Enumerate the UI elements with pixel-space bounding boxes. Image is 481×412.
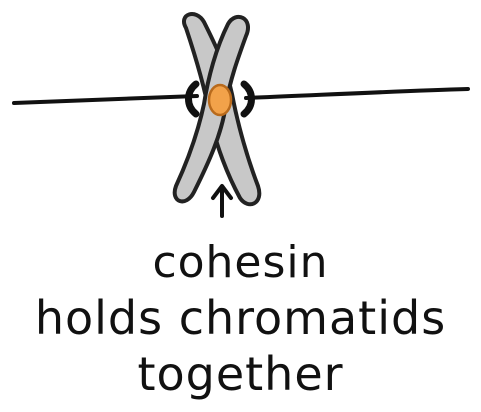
cohesin-ring [209,85,231,115]
caption-cohesin: cohesin [0,238,481,288]
kinetochore-left [189,84,197,114]
spindle-fiber-right [246,89,468,98]
caption-together: together [0,348,481,400]
spindle-fiber-left [14,96,197,103]
caption-holds-chromatids: holds chromatids [0,292,481,344]
